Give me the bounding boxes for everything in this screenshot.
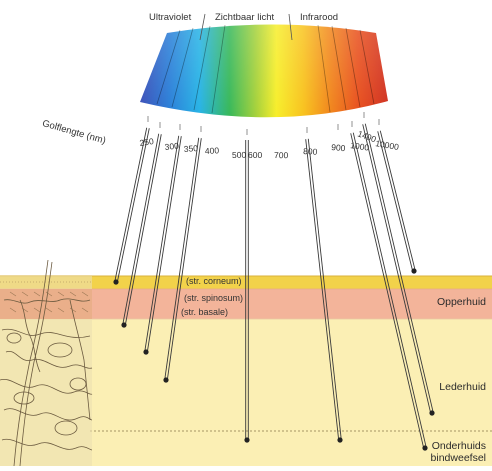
ray-end-dot (429, 410, 435, 416)
ray-end-dot (422, 445, 428, 451)
tick-label-600: 600 (248, 150, 262, 160)
stratum-basale-label: (str. basale) (181, 307, 229, 317)
tick-label-300: 300 (164, 141, 179, 152)
ray-end-dot (411, 268, 417, 274)
ray-400nm (163, 137, 202, 383)
uv-divider (199, 13, 206, 41)
ray-800nm (305, 138, 343, 443)
ray-end-dot (244, 437, 250, 443)
dermis-label: Lederhuid (439, 381, 486, 393)
tick-label-800: 800 (303, 146, 318, 157)
ray-10000nm (377, 130, 417, 274)
tick-label-1000: 1000 (350, 140, 370, 153)
stratum-corneum-label: (str. corneum) (186, 276, 242, 286)
ray-end-dot (143, 349, 149, 355)
ray-300nm (121, 133, 162, 328)
ray-350nm (143, 135, 182, 355)
tick-label-250: 250 (139, 136, 155, 148)
ir-divider (288, 13, 293, 41)
tick-label-500: 500 (232, 150, 247, 160)
ray-end-dot (337, 437, 343, 443)
tick-label-400: 400 (205, 145, 220, 156)
ray-1000nm (350, 132, 428, 451)
tick-label-10000: 10000 (375, 138, 400, 152)
tick-label-900: 900 (331, 142, 346, 153)
stratum-spinosum-label: (str. spinosum) (184, 293, 244, 303)
ray-end-dot (113, 279, 119, 285)
penetration-rays (113, 123, 435, 451)
ray-1400nm (362, 123, 435, 416)
ultraviolet-label: Ultraviolet (149, 12, 192, 23)
ray-end-dot (163, 377, 169, 383)
ray-end-dot (121, 322, 127, 328)
epidermis-label: Opperhuid (436, 296, 486, 308)
infrared-label: Infrarood (300, 12, 339, 23)
ray-250nm (113, 127, 150, 285)
subcutis-label-line1: Onderhuids (431, 440, 486, 452)
tick-label-350: 350 (183, 143, 198, 154)
subcutis-label-line2: bindweefsel (430, 452, 486, 464)
spectrum-stripes (156, 24, 375, 114)
tissue-illustration (0, 259, 93, 467)
tick-label-700: 700 (274, 150, 289, 160)
ray-600nm (244, 140, 250, 443)
visible-light-label: Zichtbaar licht (215, 12, 275, 23)
